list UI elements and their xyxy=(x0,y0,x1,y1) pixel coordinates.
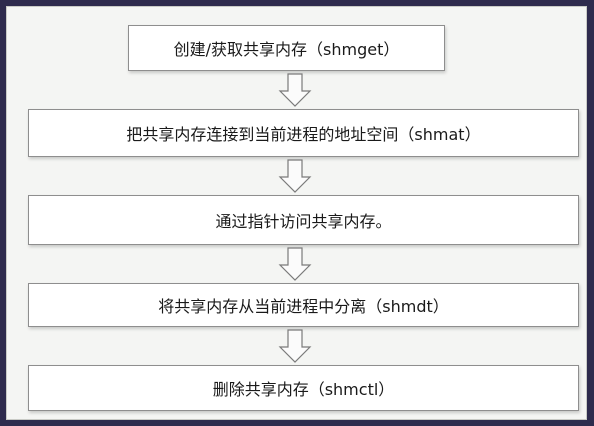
arrow-down-icon xyxy=(278,159,312,193)
step-3-label: 通过指针访问共享内存。 xyxy=(215,212,392,231)
arrow-down-icon xyxy=(278,329,312,363)
step-4-label: 将共享内存从当前进程中分离（shmdt） xyxy=(158,297,449,316)
step-1-box: 创建/获取共享内存（shmget） xyxy=(128,25,445,71)
step-2-box: 把共享内存连接到当前进程的地址空间（shmat） xyxy=(28,109,579,157)
flowchart-panel: 创建/获取共享内存（shmget） 把共享内存连接到当前进程的地址空间（shma… xyxy=(6,6,587,420)
step-2-label: 把共享内存连接到当前进程的地址空间（shmat） xyxy=(126,125,481,144)
step-3-box: 通过指针访问共享内存。 xyxy=(28,195,579,245)
arrow-down-icon xyxy=(278,73,312,107)
step-1-label: 创建/获取共享内存（shmget） xyxy=(173,40,400,59)
arrow-down-icon xyxy=(278,247,312,281)
step-5-box: 删除共享内存（shmctl） xyxy=(28,365,579,411)
step-5-label: 删除共享内存（shmctl） xyxy=(212,380,395,399)
step-4-box: 将共享内存从当前进程中分离（shmdt） xyxy=(28,283,579,327)
